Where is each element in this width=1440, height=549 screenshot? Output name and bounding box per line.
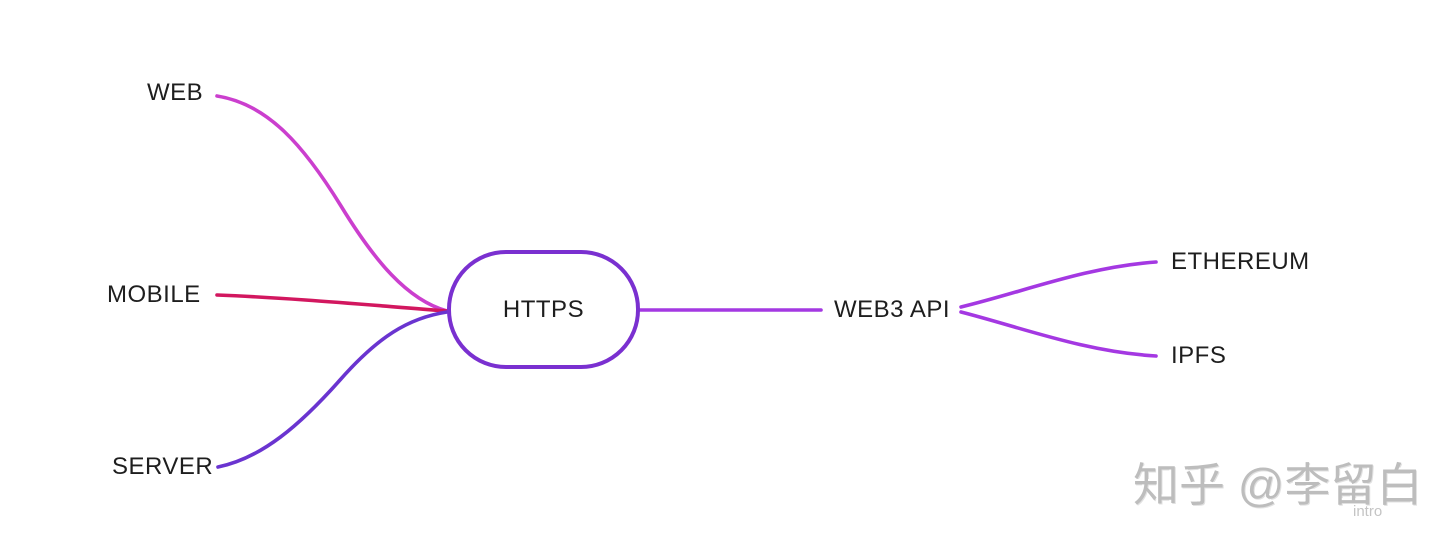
- node-label-web3-api: WEB3 API: [834, 296, 951, 323]
- node-https-border: [447, 250, 640, 369]
- node-label-ethereum: ETHEREUM: [1171, 248, 1310, 275]
- edge-web-to-https: [215, 94, 449, 313]
- node-label-ipfs: IPFS: [1171, 342, 1227, 369]
- edge-mobile-to-https: [215, 293, 449, 313]
- edge-server-to-https: [216, 310, 449, 469]
- node-https: HTTPS: [449, 252, 638, 367]
- node-label-mobile: MOBILE: [107, 281, 201, 308]
- node-label-server: SERVER: [112, 453, 214, 480]
- edge-web3api-to-ipfs: [959, 310, 1158, 358]
- edge-web3api-to-ethereum: [959, 260, 1158, 309]
- node-label-web: WEB: [147, 79, 204, 106]
- node-label-https: HTTPS: [502, 295, 585, 323]
